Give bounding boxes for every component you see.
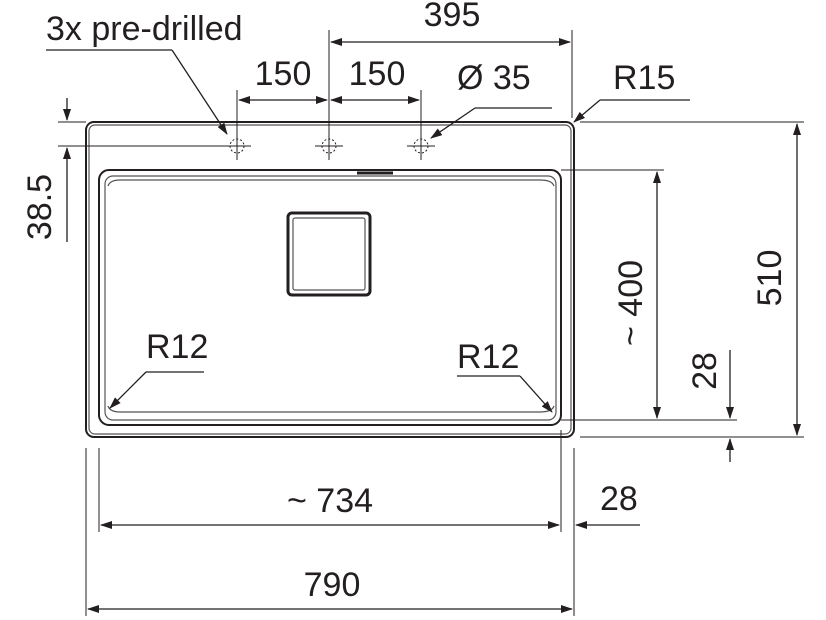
- sink-outer-outline: [85, 121, 575, 438]
- tap-hole-left: [223, 132, 251, 160]
- tap-hole-right: [407, 132, 435, 160]
- dim-790-text: 790: [304, 566, 361, 604]
- pre-drilled-label: 3x pre-drilled: [46, 10, 243, 48]
- diameter-text: Ø 35: [457, 59, 531, 97]
- bowl-rim-curve: [107, 179, 555, 187]
- r12-right-leader-arrow: [519, 375, 553, 413]
- dim-734-text: ~ 734: [287, 482, 373, 520]
- drain-outline: [286, 211, 372, 297]
- pre-drilled-leader-arrow: [171, 49, 228, 135]
- dim-28-horizontal-text: 28: [600, 480, 638, 518]
- r12-left-text: R12: [146, 328, 208, 366]
- dim-38-5-text: 38.5: [21, 174, 59, 240]
- dim-395-text: 395: [424, 0, 481, 34]
- drain-inner: [292, 217, 366, 291]
- dim-400-text: ~ 400: [612, 260, 650, 346]
- bowl-bottom-curve: [107, 405, 555, 413]
- r12-left-leader-arrow: [109, 371, 147, 409]
- dim-28-vertical-text: 28: [686, 352, 724, 390]
- dim-150-right-text: 150: [349, 55, 406, 93]
- sink-outer-inner-edge: [88, 124, 572, 435]
- r12-right-text: R12: [457, 338, 519, 376]
- bowl-inner-edge: [104, 175, 557, 421]
- dim-510-text: 510: [751, 250, 789, 307]
- r15-leader-arrow: [573, 99, 601, 123]
- dim-150-left-text: 150: [255, 55, 312, 93]
- bowl-outline: [98, 169, 562, 426]
- r15-text: R15: [613, 59, 675, 97]
- diameter-leader-arrow: [430, 107, 476, 139]
